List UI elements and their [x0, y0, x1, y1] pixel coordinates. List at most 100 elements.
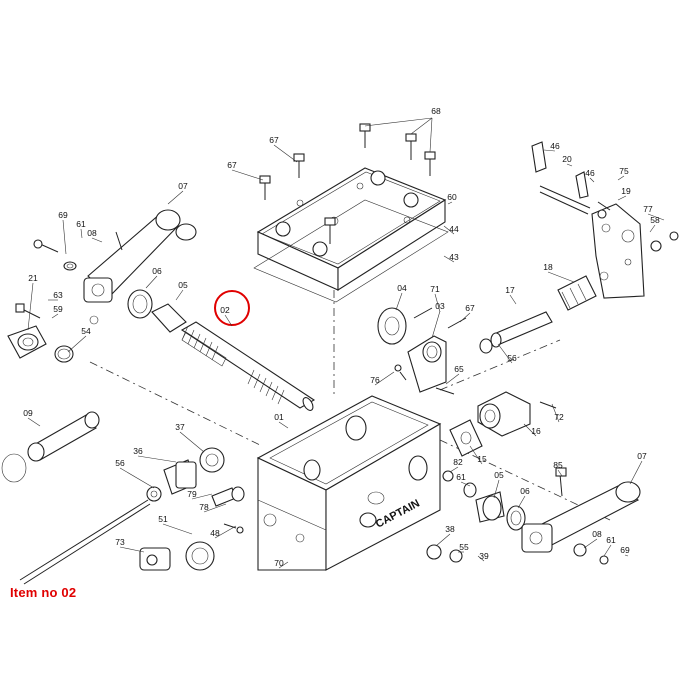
callout-label-56: 56 [507, 353, 517, 363]
callout-label-02: 02 [220, 305, 230, 315]
leader-line-43 [443, 255, 455, 263]
leader-line-60 [447, 201, 453, 205]
callout-label-69: 69 [620, 545, 630, 555]
callout-label-65: 65 [454, 364, 464, 374]
callout-label-43: 43 [449, 252, 459, 262]
leader-line-82 [449, 466, 459, 473]
leader-line-61 [460, 481, 471, 487]
callout-label-68: 68 [431, 106, 441, 116]
callout-label-70: 70 [274, 558, 284, 568]
leader-line-36 [137, 455, 177, 463]
callout-label-21: 21 [28, 273, 38, 283]
callout-label-15: 15 [477, 454, 487, 464]
callout-label-07: 07 [178, 181, 188, 191]
callout-label-56: 56 [115, 458, 125, 468]
highlight-circle [214, 290, 250, 326]
leader-line-05 [175, 289, 184, 301]
leader-line-71 [434, 293, 441, 313]
leader-line-54 [67, 335, 87, 353]
callout-label-08: 08 [87, 228, 97, 238]
callout-label-46: 46 [585, 168, 595, 178]
leader-line-17 [509, 294, 517, 305]
leader-line-77 [647, 213, 665, 221]
leader-line-01 [278, 421, 289, 429]
callout-label-82: 82 [453, 457, 463, 467]
callout-label-59: 59 [53, 304, 63, 314]
leader-line-70 [278, 561, 289, 569]
leader-line-39 [477, 555, 485, 562]
leader-line-67 [231, 169, 264, 181]
callout-label-67: 67 [465, 303, 475, 313]
leader-line-16 [523, 423, 537, 437]
leader-line-08 [583, 538, 598, 549]
leader-line-75 [617, 175, 625, 181]
callout-label-54: 54 [81, 326, 91, 336]
leader-line-44 [443, 225, 455, 235]
leader-line-09 [27, 417, 41, 427]
callout-label-36: 36 [133, 446, 143, 456]
leader-line-46 [589, 177, 595, 183]
leader-line-69 [62, 219, 67, 255]
leader-line-73 [119, 546, 145, 553]
callout-label-44: 44 [449, 224, 459, 234]
callout-label-05: 05 [494, 470, 504, 480]
left-lift-arm-assembly [15, 209, 197, 333]
leader-line-85 [557, 469, 563, 477]
callout-label-17: 17 [505, 285, 515, 295]
rock-shaft-02 [180, 321, 316, 411]
leader-line-79 [191, 493, 213, 500]
lower-left-parts [139, 523, 244, 571]
leader-line-58 [649, 224, 656, 233]
cover-bolts [259, 117, 436, 244]
callout-label-63: 63 [53, 290, 63, 300]
pin-09 [1, 411, 100, 483]
main-housing [256, 395, 442, 571]
leader-line-18 [547, 271, 575, 283]
leader-line-46 [543, 149, 556, 152]
leader-line-69 [624, 554, 629, 557]
callout-label-08: 08 [592, 529, 602, 539]
callout-label-06: 06 [520, 486, 530, 496]
callout-label-01: 01 [274, 412, 284, 422]
leader-line-56 [119, 467, 155, 489]
callout-label-71: 71 [430, 284, 440, 294]
leader-line-67 [273, 144, 298, 163]
callout-label-58: 58 [650, 215, 660, 225]
leader-line-02 [224, 314, 233, 327]
callout-label-20: 20 [562, 154, 572, 164]
leader-line-03 [431, 310, 441, 339]
callout-label-05: 05 [178, 280, 188, 290]
leader-line-61 [80, 228, 83, 239]
callout-label-76: 76 [370, 375, 380, 385]
leader-line-38 [435, 533, 451, 547]
leader-line-07 [629, 460, 643, 485]
callout-label-72: 72 [554, 412, 564, 422]
callout-label-69: 69 [58, 210, 68, 220]
callout-label-19: 19 [621, 186, 631, 196]
callout-label-39: 39 [479, 551, 489, 561]
callout-label-51: 51 [158, 514, 168, 524]
callout-label-06: 06 [152, 266, 162, 276]
leader-line-76 [374, 371, 395, 386]
callout-label-67: 67 [269, 135, 279, 145]
leader-line-65 [445, 373, 460, 385]
callout-label-78: 78 [199, 502, 209, 512]
leader-line-07 [167, 190, 184, 205]
leader-line-06 [517, 495, 526, 509]
callout-label-03: 03 [435, 301, 445, 311]
callout-label-18: 18 [543, 262, 553, 272]
leader-line-56 [497, 343, 513, 364]
callout-label-55: 55 [459, 542, 469, 552]
leader-line-59 [51, 313, 59, 319]
callout-label-37: 37 [175, 422, 185, 432]
callout-leaders [27, 144, 665, 569]
leader-line-21 [27, 282, 34, 331]
callout-label-48: 48 [210, 528, 220, 538]
callout-label-61: 61 [456, 472, 466, 482]
right-lift-arm-assembly [426, 467, 641, 565]
callout-label-73: 73 [115, 537, 125, 547]
leader-line-72 [551, 403, 560, 423]
leader-line-61 [603, 544, 612, 557]
leader-line-06 [145, 275, 158, 289]
